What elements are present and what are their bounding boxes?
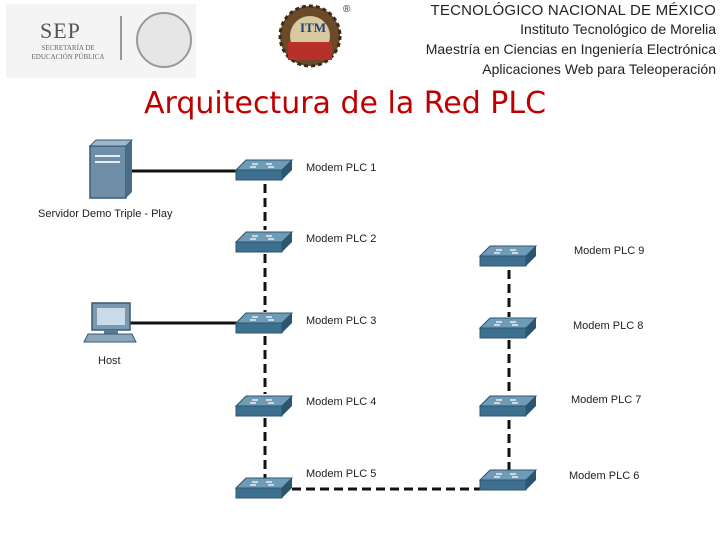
header-institution: TECNOLÓGICO NACIONAL DE MÉXICO [430,2,716,19]
itm-logo-text: ITM [300,20,326,35]
modem-plc-6-icon [479,469,537,491]
modem-plc-5-icon [235,477,293,499]
modem-plc-8-icon [479,317,537,339]
registered-mark: ® [343,4,351,15]
modem-plc-2-label: Modem PLC 2 [306,233,377,245]
modem-plc-8-label: Modem PLC 8 [573,320,644,332]
sep-logo-text: SEP [40,18,81,43]
modem-plc-6-label: Modem PLC 6 [569,470,640,482]
modem-plc-9-icon [479,245,537,267]
modem-plc-3-icon [235,312,293,334]
host-computer-icon [83,302,137,343]
modem-plc-3-label: Modem PLC 3 [306,315,377,327]
modem-plc-7-icon [479,395,537,417]
server-label: Servidor Demo Triple - Play [38,208,173,220]
modem-plc-4-label: Modem PLC 4 [306,396,377,408]
modem-plc-5-label: Modem PLC 5 [306,468,377,480]
modem-plc-2-icon [235,231,293,253]
slide-title: Arquitectura de la Red PLC [144,86,547,121]
server-icon [88,139,134,199]
header-program: Maestría en Ciencias en Ingeniería Elect… [425,41,716,57]
header-course: Aplicaciones Web para Teleoperación [482,61,716,77]
sep-logo-subtitle: SECRETARÍA DE EDUCACIÓN PÚBLICA [31,44,105,61]
modem-plc-7-label: Modem PLC 7 [571,394,642,406]
header-campus: Instituto Tecnológico de Morelia [520,21,716,37]
modem-plc-4-icon [235,395,293,417]
modem-plc-1-icon [235,159,293,181]
host-label: Host [98,355,121,367]
modem-plc-9-label: Modem PLC 9 [574,245,645,257]
modem-plc-1-label: Modem PLC 1 [306,162,377,174]
logo-divider [120,16,122,60]
itm-logo: ITM [278,4,342,68]
national-seal-icon [136,12,192,68]
